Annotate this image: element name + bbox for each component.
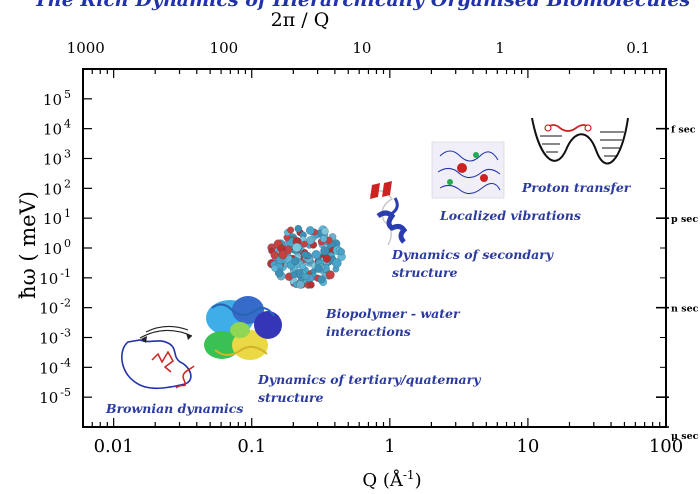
y-axis-label: ħω ( meV) [16, 191, 40, 299]
label-proton: Proton transfer [521, 180, 632, 195]
chart-title: The Rich Dynamics of Hierarchically Orga… [34, 0, 691, 11]
top-axis-label: 2π / Q [271, 9, 330, 31]
x-top-tick-label: 1 [495, 39, 505, 57]
y-tick-label: 10-1 [39, 267, 71, 288]
water-cluster-illustration [267, 225, 346, 289]
secondary-structure-illustration [369, 181, 408, 246]
label-tertiary-2: structure [258, 390, 324, 405]
x-tick-label: 100 [649, 436, 683, 457]
label-tertiary-1: Dynamics of tertiary/quatemary [257, 372, 481, 387]
protein-tertiary-illustration [204, 296, 282, 360]
label-secondary-1: Dynamics of secondary [391, 247, 554, 262]
y-right-tick-label: μ sec [671, 431, 699, 442]
y-tick-label: 10-5 [39, 386, 71, 407]
brownian-illustration [121, 325, 195, 390]
x-top-tick-label: 10 [352, 39, 371, 57]
x-tick-label: 10 [516, 436, 539, 457]
double-well-illustration [531, 117, 629, 165]
x-top-tick-label: 0.1 [626, 39, 650, 57]
x-tick-label: 1 [384, 436, 395, 457]
x-top-tick-label: 100 [210, 39, 239, 57]
x-tick-label: 0.01 [94, 436, 134, 457]
y-right-tick-label: n sec [671, 304, 699, 315]
label-water-1: Biopolymer - water [325, 306, 461, 321]
label-localized: Localized vibrations [439, 208, 581, 223]
x-top-tick-label: 1000 [67, 39, 105, 57]
x-tick-label: 0.1 [237, 436, 266, 457]
y-right-tick-label: f sec [671, 125, 696, 136]
label-brownian: Brownian dynamics [105, 401, 243, 416]
y-tick-label: 10-2 [39, 297, 71, 318]
electron-density-illustration [431, 141, 505, 199]
y-right-tick-label: p sec [671, 214, 698, 225]
label-water-2: interactions [326, 324, 411, 339]
label-secondary-2: structure [392, 265, 458, 280]
x-axis-label: Q (Å-1) [362, 468, 421, 491]
y-tick-label: 10-3 [39, 327, 71, 348]
y-tick-label: 10-4 [39, 356, 71, 377]
